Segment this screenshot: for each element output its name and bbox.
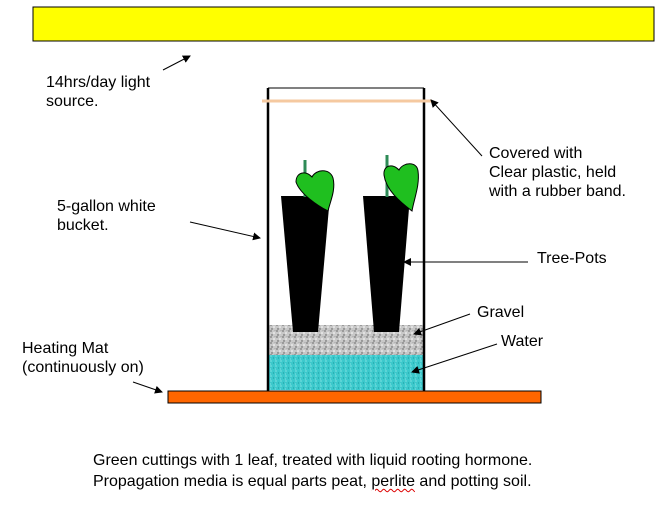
caption-line-2: Propagation media is equal parts peat, p… (93, 473, 532, 490)
light-source-bar (32, 6, 655, 42)
spellcheck-flagged-word: perlite (371, 473, 415, 490)
heating-mat-arrow (132, 381, 163, 394)
heating-mat (167, 390, 542, 404)
water-arrow (411, 343, 498, 374)
caption: Green cuttings with 1 leaf, treated with… (93, 450, 532, 492)
light-source-label: 14hrs/day light source. (46, 74, 151, 110)
gravel-arrow (413, 313, 471, 336)
gravel-label: Gravel (477, 304, 525, 321)
caption-line-1: Green cuttings with 1 leaf, treated with… (93, 452, 533, 469)
bucket-label: 5-gallon white bucket. (57, 198, 156, 234)
tree-pot (363, 155, 419, 332)
tree-pot (281, 160, 335, 332)
gravel-layer (269, 325, 423, 355)
light-source-arrow (162, 55, 191, 71)
cover-label: Covered with Clear plastic, held with a … (489, 145, 626, 200)
bucket-arrow (189, 221, 261, 241)
leaf-icon (383, 163, 419, 212)
water-label: Water (501, 333, 544, 350)
water-layer (269, 355, 423, 390)
leaf-icon (295, 170, 335, 212)
cover-arrow (430, 99, 483, 157)
tree-pots-label: Tree-Pots (537, 250, 607, 267)
heating-mat-label: Heating Mat (continuously on) (22, 340, 144, 376)
